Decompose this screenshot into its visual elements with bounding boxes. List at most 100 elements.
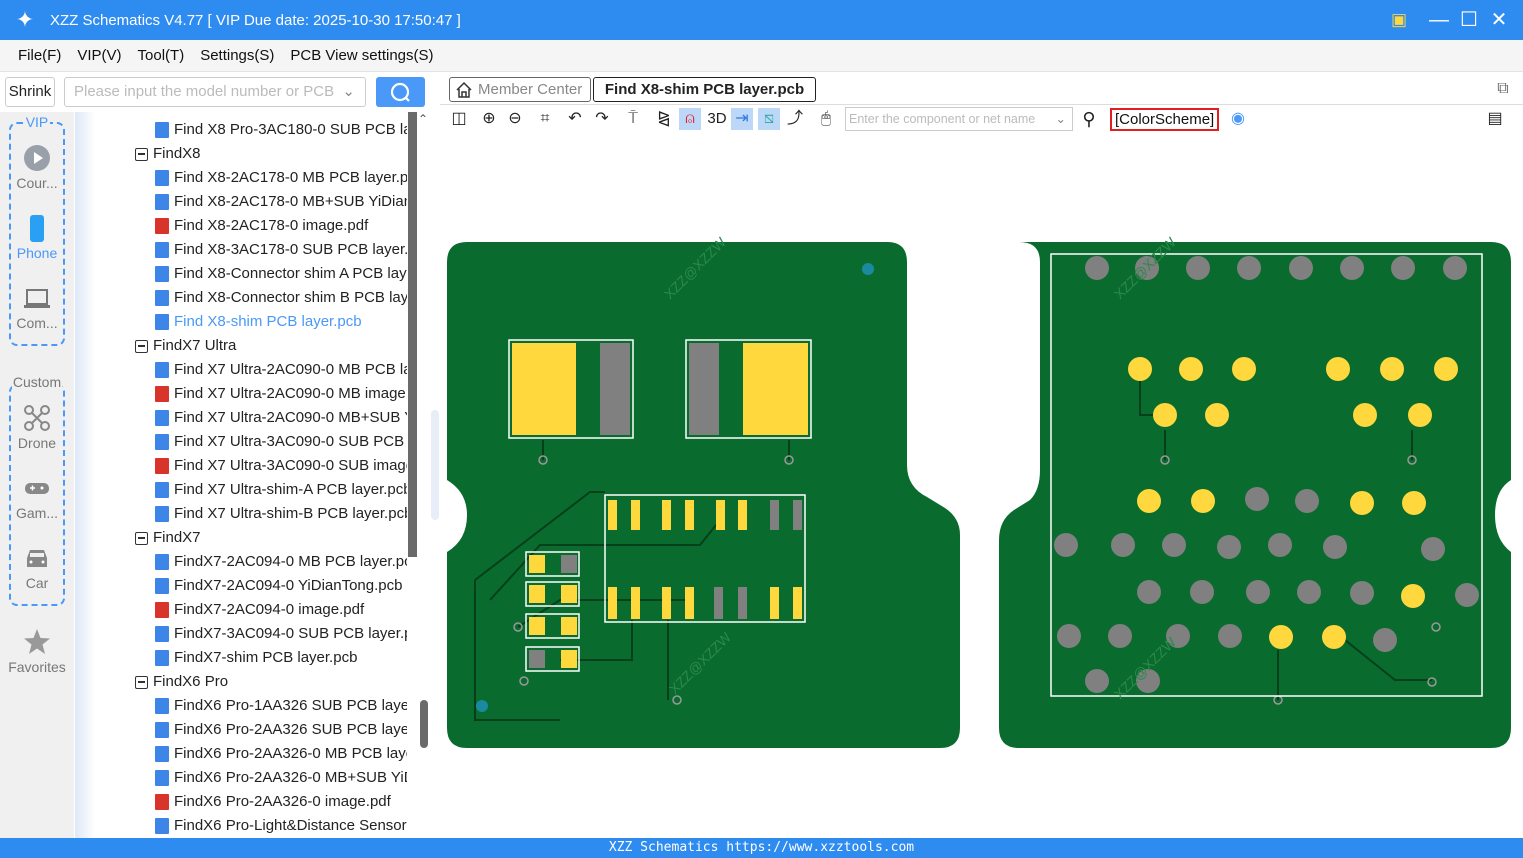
tree-file[interactable]: Find X7 Ultra-3AC090-0 SUB PCB la xyxy=(155,430,407,454)
rail-item-phone[interactable]: Phone xyxy=(0,214,74,261)
tree-file[interactable]: Find X8-2AC178-0 image.pdf xyxy=(155,214,407,238)
collapse-icon[interactable] xyxy=(135,339,148,353)
tree-file[interactable]: Find X7 Ultra-shim-B PCB layer.pcb xyxy=(155,502,407,526)
tree-file[interactable]: Find X8-shim PCB layer.pcb xyxy=(155,310,407,334)
diode-icon[interactable]: ⇥ xyxy=(731,108,753,130)
model-search-row: Shrink Please input the model number or … xyxy=(0,76,440,110)
tree-item-label: FindX6 Pro-Light&Distance Sensor xyxy=(174,817,407,834)
fit-screen-icon[interactable]: ⌗ xyxy=(540,110,550,127)
ball-pad xyxy=(1323,535,1347,559)
rail-item-car[interactable]: Car xyxy=(0,544,74,591)
search-button[interactable] xyxy=(376,77,425,107)
component-outline xyxy=(525,613,580,639)
tree-folder[interactable]: FindX7 Ultra xyxy=(135,334,405,358)
paint-roller-icon[interactable]: ⍑ xyxy=(628,110,638,127)
rotate-left-icon[interactable]: ↶ xyxy=(568,110,582,127)
tree-scrollbar-thumb[interactable] xyxy=(420,700,428,748)
rail-item-computer[interactable]: Com... xyxy=(0,284,74,331)
eye-icon[interactable]: ◉ xyxy=(1231,110,1245,127)
rail-item-courses[interactable]: Cour... xyxy=(0,144,74,191)
pcb-canvas[interactable]: XZZ@XZZW XZZ@XZZW XZZ@XZZW XZZ@XZZW xyxy=(440,134,1523,838)
tree-file[interactable]: FindX7-2AC094-0 MB PCB layer.pc xyxy=(155,550,407,574)
tree-file[interactable]: Find X8-3AC178-0 SUB PCB layer.p xyxy=(155,238,407,262)
mouse-icon[interactable]: 🖱 xyxy=(821,110,831,127)
split-view-icon[interactable]: ◫ xyxy=(451,110,467,127)
tree-file[interactable]: Find X8-Connector shim A PCB lay xyxy=(155,262,407,286)
search-icon[interactable]: ⚲ xyxy=(1082,109,1096,129)
net-highlight-icon[interactable]: ⧅ xyxy=(758,108,780,130)
tree-folder[interactable]: FindX6 Pro xyxy=(135,670,405,694)
collapse-icon[interactable] xyxy=(135,147,148,161)
3d-button[interactable]: 3D xyxy=(707,110,727,127)
tree-file[interactable]: Find X7 Ultra-2AC090-0 MB PCB la xyxy=(155,358,407,382)
tree-file[interactable]: FindX6 Pro-2AA326-0 image.pdf xyxy=(155,790,407,814)
tree-file[interactable]: Find X8 Pro-3AC180-0 SUB PCB lay xyxy=(155,118,407,142)
tree-file[interactable]: Find X7 Ultra-2AC090-0 MB+SUB Y xyxy=(155,406,407,430)
close-button[interactable]: ✕ xyxy=(1490,9,1508,31)
rotate-right-icon[interactable]: ↷ xyxy=(595,110,609,127)
tree-file[interactable]: Find X8-2AC178-0 MB+SUB YiDian xyxy=(155,190,407,214)
side-panel-icon[interactable]: ▤ xyxy=(1487,110,1503,127)
menu-settings[interactable]: Settings(S) xyxy=(200,47,275,64)
menu-file[interactable]: File(F) xyxy=(18,47,62,64)
tree-folder[interactable]: FindX8 xyxy=(135,142,405,166)
tree-file[interactable]: Find X7 Ultra-shim-A PCB layer.pcb xyxy=(155,478,407,502)
pcb-drawing[interactable]: XZZ@XZZW XZZ@XZZW XZZ@XZZW XZZ@XZZW xyxy=(440,134,1523,838)
tab-member-center[interactable]: Member Center xyxy=(449,77,592,102)
tree-file[interactable]: FindX6 Pro-2AA326-0 MB+SUB YiD xyxy=(155,766,407,790)
zoom-in-icon[interactable]: ⊕ xyxy=(482,110,496,127)
tree-scrollbar[interactable] xyxy=(408,112,417,557)
panel-splitter[interactable] xyxy=(431,410,439,520)
tree-file[interactable]: FindX7-3AC094-0 SUB PCB layer.pc xyxy=(155,622,407,646)
zoom-out-icon[interactable]: ⊖ xyxy=(508,110,522,127)
ball-pad xyxy=(1402,491,1426,515)
color-scheme-button[interactable]: [ColorScheme] xyxy=(1110,108,1220,131)
tree-file[interactable]: FindX7-2AC094-0 YiDianTong.pcb xyxy=(155,574,407,598)
tree-file[interactable]: FindX6 Pro-1AA326 SUB PCB layer. xyxy=(155,694,407,718)
ball-pad xyxy=(1340,256,1364,280)
tree-file[interactable]: FindX6 Pro-2AA326-0 MB PCB laye xyxy=(155,742,407,766)
scroll-up-arrow[interactable]: ⌃ xyxy=(418,112,429,126)
rail-item-drone[interactable]: Drone xyxy=(0,404,74,451)
ball-pad xyxy=(1085,669,1109,693)
ball-pad xyxy=(1085,256,1109,280)
tree-file[interactable]: Find X8-Connector shim B PCB laye xyxy=(155,286,407,310)
vip-bag-icon[interactable]: ▣ xyxy=(1390,10,1408,29)
alarm-icon[interactable]: ⍝ xyxy=(679,108,701,130)
minimize-button[interactable]: — xyxy=(1429,9,1449,31)
tree-item-label: Find X7 Ultra-2AC090-0 MB image xyxy=(174,385,406,402)
tree-file[interactable]: Find X7 Ultra-3AC090-0 SUB image xyxy=(155,454,407,478)
tree-folder[interactable]: FindX7 xyxy=(135,526,405,550)
fiducial xyxy=(862,263,874,275)
collapse-icon[interactable] xyxy=(135,675,148,689)
maximize-button[interactable]: ☐ xyxy=(1460,9,1478,31)
tree-file[interactable]: FindX7-shim PCB layer.pcb xyxy=(155,646,407,670)
tree-file[interactable]: FindX6 Pro-2AA326 SUB PCB layer. xyxy=(155,718,407,742)
menu-vip[interactable]: VIP(V) xyxy=(77,47,122,64)
chevron-down-icon[interactable]: ⌄ xyxy=(342,83,355,100)
ball-pad xyxy=(1434,357,1458,381)
pad xyxy=(738,587,747,619)
pad xyxy=(793,500,802,530)
close-tab-panel-icon[interactable]: ⧉ xyxy=(1497,80,1509,97)
chevron-down-icon[interactable]: ⌄ xyxy=(1055,112,1066,126)
shrink-button[interactable]: Shrink xyxy=(5,77,55,107)
menu-pcb-view-settings[interactable]: PCB View settings(S) xyxy=(290,47,434,64)
custom-label: Custom xyxy=(11,374,63,390)
tree-file[interactable]: Find X8-2AC178-0 MB PCB layer.pc xyxy=(155,166,407,190)
menu-tool[interactable]: Tool(T) xyxy=(137,47,185,64)
ball-pad xyxy=(1237,256,1261,280)
rail-item-games[interactable]: Gam... xyxy=(0,474,74,521)
pad xyxy=(631,500,640,530)
component-search-input[interactable]: Enter the component or net name⌄ xyxy=(845,107,1073,131)
tab-active-pcb[interactable]: Find X8-shim PCB layer.pcb xyxy=(593,77,816,102)
mirror-icon[interactable]: ⧎ xyxy=(657,110,671,127)
rail-item-favorites[interactable]: Favorites xyxy=(0,628,74,675)
tree-file[interactable]: FindX6 Pro-Light&Distance Sensor xyxy=(155,814,407,838)
model-search-input[interactable]: Please input the model number or PCB ⌄ xyxy=(64,77,366,107)
collapse-icon[interactable] xyxy=(135,531,148,545)
home-icon xyxy=(456,81,472,98)
trace-curve-icon[interactable]: ⤴ xyxy=(786,110,803,127)
tree-file[interactable]: Find X7 Ultra-2AC090-0 MB image xyxy=(155,382,407,406)
tree-file[interactable]: FindX7-2AC094-0 image.pdf xyxy=(155,598,407,622)
